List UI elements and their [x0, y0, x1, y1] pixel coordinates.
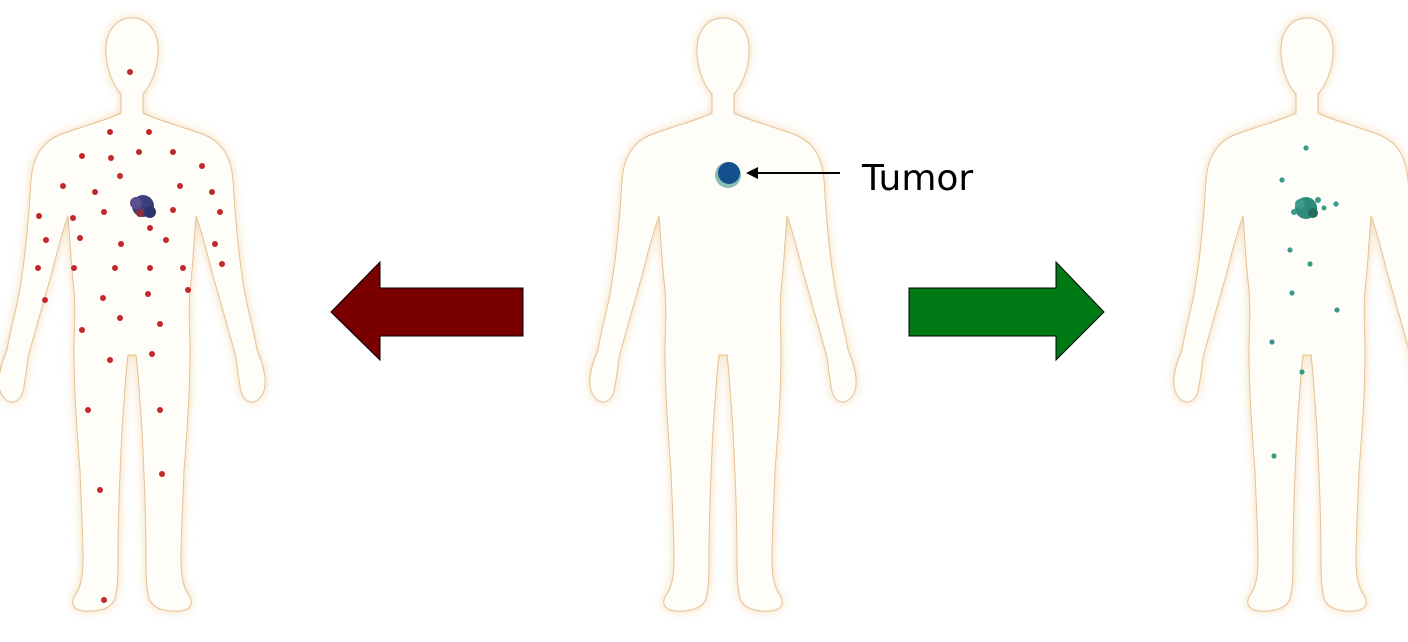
metastasis-dot — [1289, 290, 1294, 295]
metastasis-dot — [149, 351, 155, 357]
metastasis-dot — [97, 487, 103, 493]
metastasis-dot — [1333, 201, 1338, 206]
metastasis-dot — [177, 183, 183, 189]
metastasis-dot — [217, 209, 223, 215]
tumor-label: Tumor — [861, 158, 973, 199]
tumor — [715, 162, 741, 188]
metastasis-dot — [147, 265, 153, 271]
metastasis-dot — [101, 209, 107, 215]
metastasis-dot — [1334, 307, 1339, 312]
metastasis-dot — [157, 407, 163, 413]
metastasis-dot — [1303, 145, 1308, 150]
metastasis-dot — [136, 149, 142, 155]
right-arrow — [909, 262, 1104, 360]
metastasis-dot — [77, 235, 83, 241]
metastasis-dot — [219, 261, 225, 267]
metastasis-dot — [146, 129, 152, 135]
metastasis-dot — [108, 155, 114, 161]
metastasis-dot — [107, 357, 113, 363]
metastasis-dot — [1269, 339, 1274, 344]
metastasis-dot — [117, 173, 123, 179]
metastasis-dot — [1279, 177, 1284, 182]
metastasis-dot — [157, 321, 163, 327]
metastasis-dot — [212, 241, 218, 247]
metastasis-dot — [85, 407, 91, 413]
metastasis-dot — [209, 189, 215, 195]
metastasis-dot — [159, 471, 165, 477]
metastasis-dot — [43, 237, 49, 243]
figure-widespread-metastasis — [0, 18, 265, 611]
metastasis-dot — [117, 315, 123, 321]
metastasis-dot — [42, 297, 48, 303]
metastasis-dot — [1307, 261, 1312, 266]
metastasis-dot — [145, 291, 151, 297]
metastasis-dot — [180, 265, 186, 271]
metastasis-dot — [1299, 369, 1304, 374]
metastasis-dot — [79, 153, 85, 159]
metastasis-dot — [92, 189, 98, 195]
metastasis-dot — [127, 69, 133, 75]
metastasis-dot — [163, 237, 169, 243]
metastasis-dot — [170, 149, 176, 155]
figure-limited-metastasis — [1174, 18, 1408, 611]
metastasis-dot — [112, 265, 118, 271]
metastasis-dot — [60, 183, 66, 189]
body-silhouette — [590, 18, 856, 611]
metastasis-dot — [36, 213, 42, 219]
metastasis-dot — [101, 597, 107, 603]
metastasis-dot — [79, 327, 85, 333]
metastasis-dot — [70, 215, 76, 221]
metastasis-dot — [1287, 247, 1292, 252]
metastasis-dot — [147, 225, 153, 231]
metastasis-dot — [185, 287, 191, 293]
metastasis-dot — [71, 265, 77, 271]
metastasis-dot — [170, 207, 176, 213]
body-silhouette — [0, 18, 265, 611]
metastasis-dot — [100, 295, 106, 301]
metastasis-dot — [35, 265, 41, 271]
body-silhouette — [1174, 18, 1408, 611]
metastasis-dot — [1271, 453, 1276, 458]
left-arrow — [331, 262, 523, 360]
metastasis-dot — [107, 129, 113, 135]
metastasis-dot — [199, 163, 205, 169]
metastasis-dot — [118, 241, 124, 247]
